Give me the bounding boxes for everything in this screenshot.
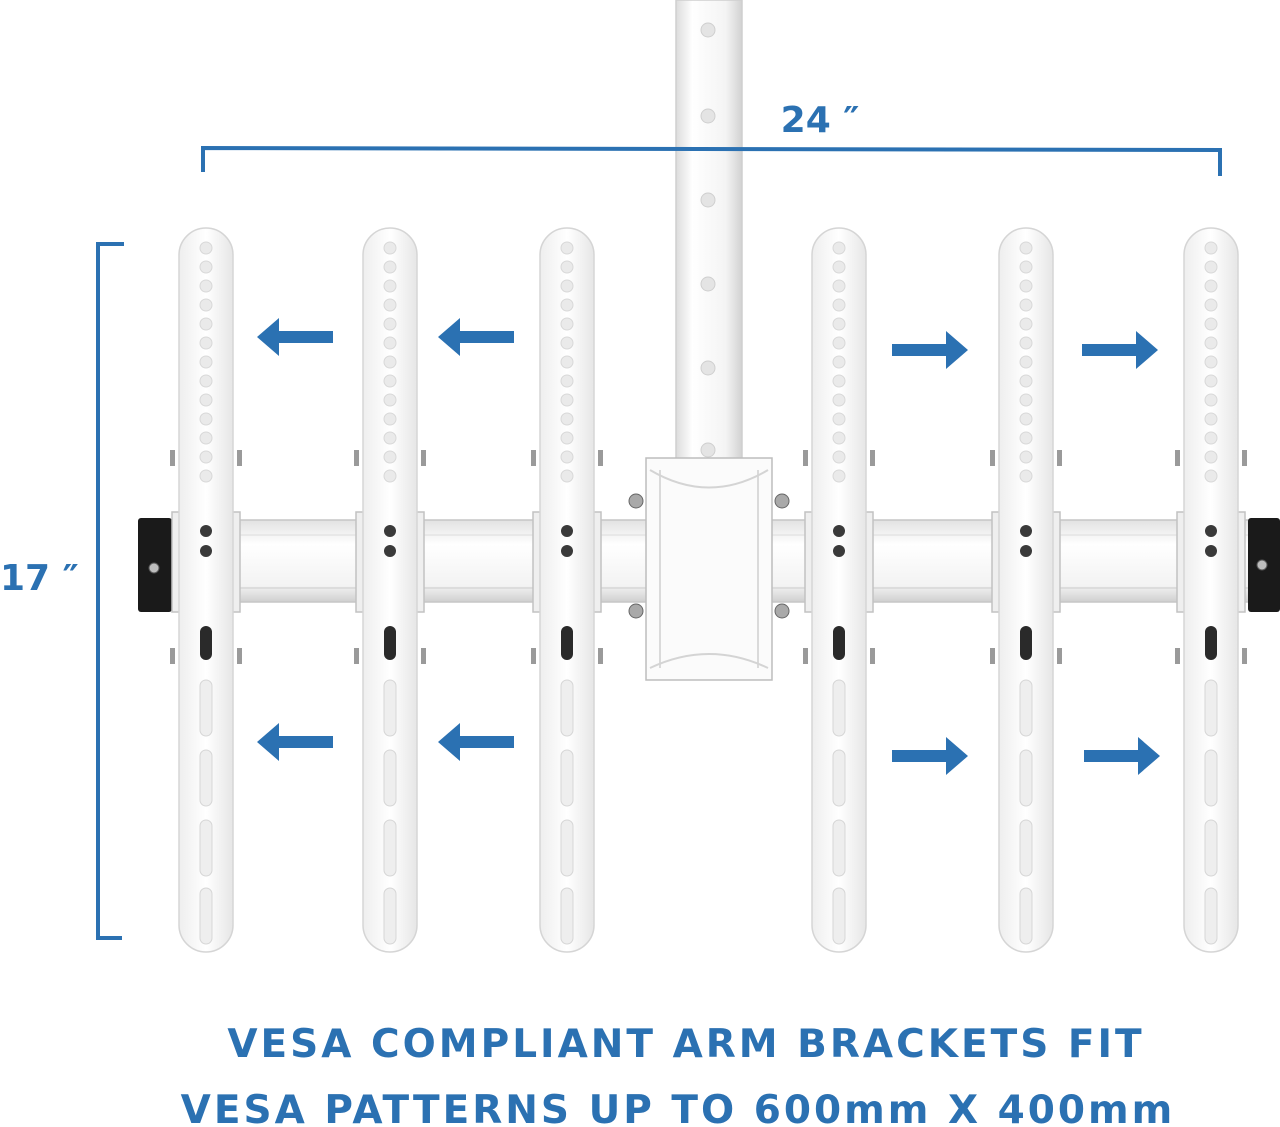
arm-left-outer	[170, 227, 242, 953]
arrow-right-icon	[1082, 331, 1158, 369]
arm-left-inner	[531, 227, 603, 953]
center-clamp	[628, 457, 790, 681]
arrow-right-icon	[892, 331, 968, 369]
right-end-cap	[1248, 518, 1280, 612]
caption-line-2: VESA PATTERNS UP TO 600mm X 400mm	[181, 1088, 1176, 1127]
ceiling-pole	[675, 0, 743, 471]
height-dimension: 17 ″	[0, 242, 124, 940]
width-dimension-label: 24 ″	[781, 100, 860, 141]
arm-left-middle	[354, 227, 426, 953]
arrow-left-icon	[257, 723, 333, 761]
arm-right-middle	[990, 227, 1062, 953]
arrow-right-icon	[1084, 737, 1160, 775]
arrow-left-icon	[257, 318, 333, 356]
arm-right-inner	[803, 227, 875, 953]
arrow-left-icon	[438, 318, 514, 356]
caption-line-1: VESA COMPLIANT ARM BRACKETS FIT	[227, 1022, 1144, 1067]
left-end-cap	[138, 518, 172, 612]
arrow-right-icon	[892, 737, 968, 775]
caption: VESA COMPLIANT ARM BRACKETS FIT VESA PAT…	[181, 1022, 1176, 1127]
arm-right-outer	[1175, 227, 1247, 953]
arrow-left-icon	[438, 723, 514, 761]
width-dimension: 24 ″	[201, 100, 1222, 176]
height-dimension-label: 17 ″	[0, 558, 79, 599]
